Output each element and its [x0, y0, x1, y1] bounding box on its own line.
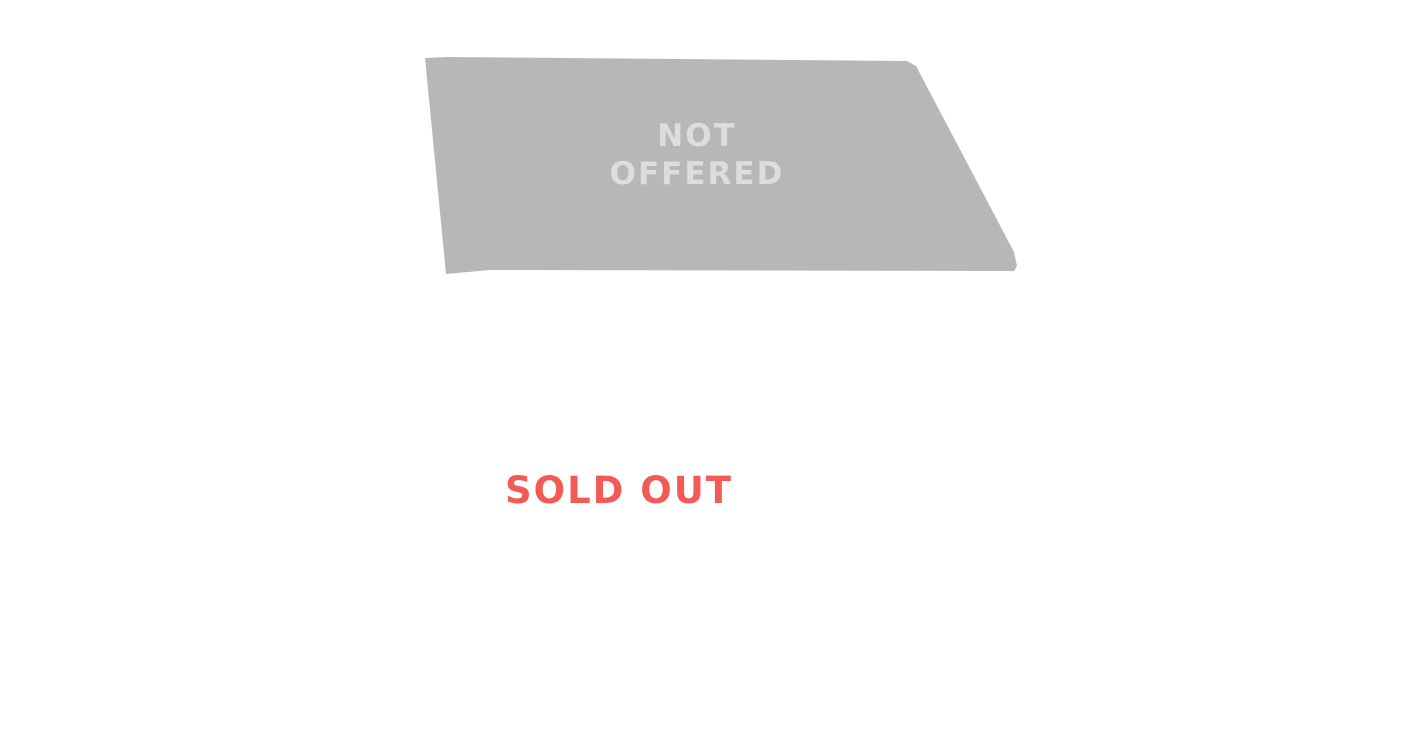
- section-not-offered-label-line-2: OFFERED: [610, 156, 785, 192]
- section-sold-out-label: SOLD OUT: [505, 469, 733, 512]
- section-not-offered-shape: [425, 57, 1017, 274]
- section-not-offered: NOT OFFERED: [425, 57, 1017, 274]
- section-sold-out: SOLD OUT: [505, 469, 733, 512]
- section-not-offered-label-line-1: NOT: [657, 118, 736, 154]
